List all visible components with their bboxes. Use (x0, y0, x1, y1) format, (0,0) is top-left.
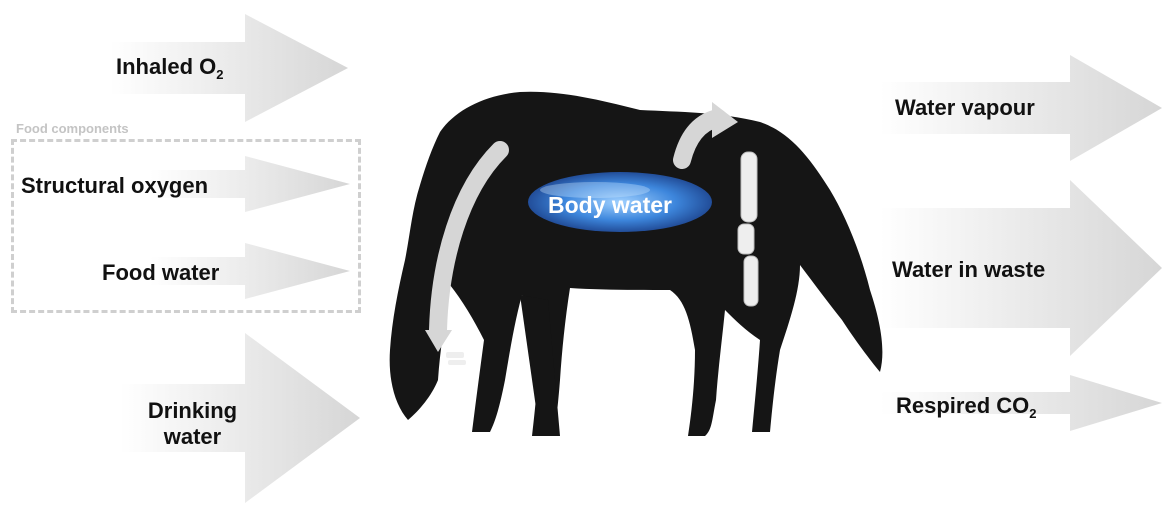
structural-oxygen-label: Structural oxygen (21, 173, 208, 199)
inhaled-o2-label: Inhaled O2 (116, 54, 223, 88)
food-components-group (11, 139, 361, 313)
food-water-label: Food water (102, 260, 219, 286)
body-water-label: Body water (548, 192, 672, 219)
water-vapour-label: Water vapour (895, 95, 1035, 121)
food-components-title: Food components (16, 121, 129, 136)
drinking-water-line1: Drinking (130, 398, 255, 424)
drinking-water-label: Drinking water (130, 398, 255, 450)
respired-co2-label: Respired CO2 (896, 393, 1037, 427)
hoof-bones (446, 352, 466, 365)
horse-silhouette (390, 92, 883, 436)
drinking-water-line2: water (130, 424, 255, 450)
water-in-waste-label: Water in waste (892, 257, 1045, 283)
